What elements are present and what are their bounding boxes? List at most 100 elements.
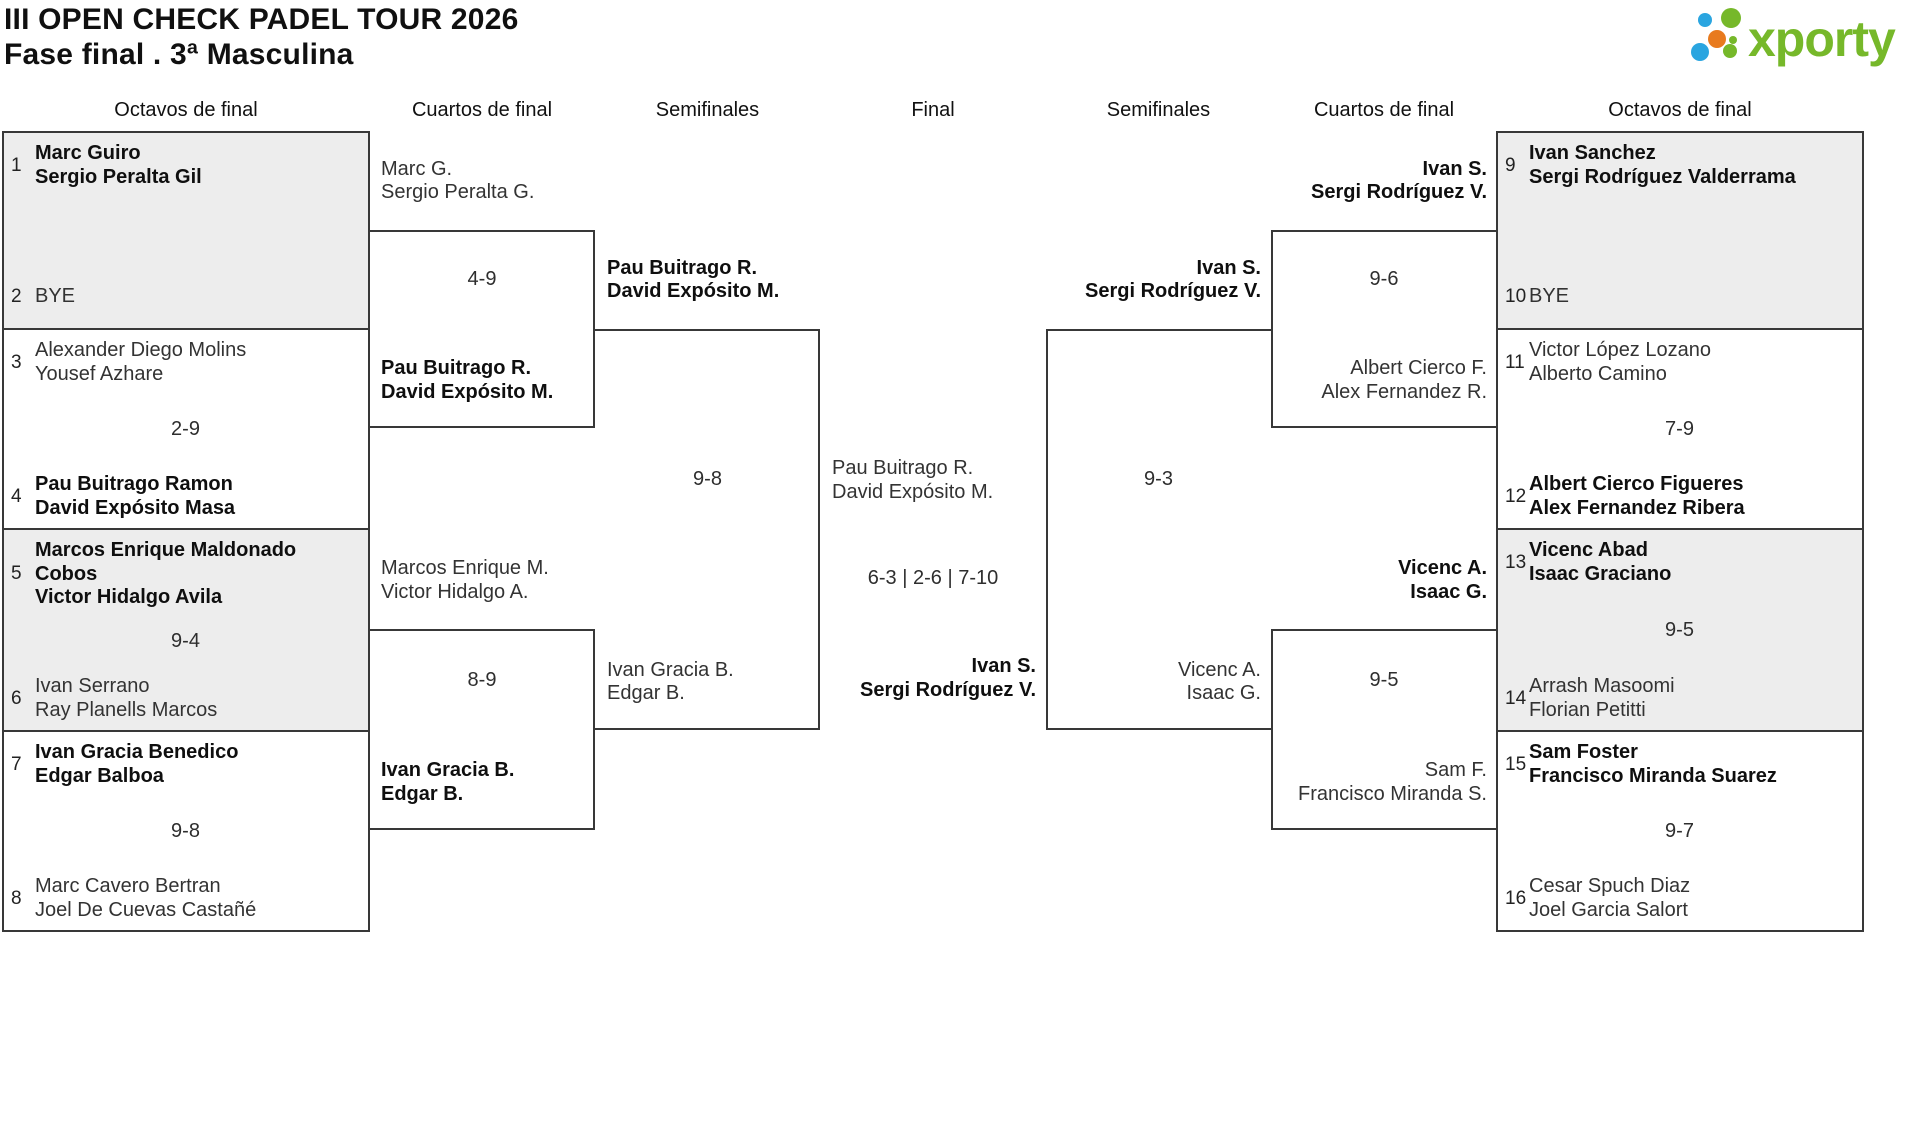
round-header: Final — [911, 99, 955, 121]
xporty-logo: xporty — [1691, 8, 1897, 67]
team-name-line: Pau Buitrago R. — [832, 457, 974, 480]
seed-number: 13 — [1505, 551, 1527, 573]
seed-number: 3 — [11, 351, 22, 373]
connector-box — [1271, 229, 1497, 428]
team-name-line: Arrash Masoomi — [1529, 675, 1675, 697]
team-name-line: Albert Cierco Figueres — [1529, 473, 1744, 495]
team-name-line: Ivan Gracia B. — [381, 759, 515, 781]
match-score: 8-9 — [467, 668, 497, 691]
match-score: 9-4 — [171, 630, 200, 653]
team-names: Pau Buitrago R.David Expósito M. — [607, 257, 810, 304]
team-name-line: Francisco Miranda S. — [1298, 782, 1487, 805]
team-name-line: Edgar B. — [381, 782, 464, 805]
team-name-line: Ivan Serrano — [35, 675, 150, 697]
team-names: Ivan Gracia B.Edgar B. — [381, 759, 585, 806]
team-name-line: Vicenc Abad — [1529, 539, 1648, 561]
round-header: Octavos de final — [114, 99, 258, 121]
team-names: Pau Buitrago R.David Expósito M. — [381, 357, 585, 404]
team-names: Ivan S.Sergi Rodríguez V. — [1058, 257, 1261, 304]
seed-number: 1 — [11, 154, 22, 176]
seed-number: 14 — [1505, 687, 1527, 709]
page-title: III OPEN CHECK PADEL TOUR 2026 — [4, 3, 519, 36]
team-name-line: Sergi Rodríguez Valderrama — [1529, 165, 1796, 188]
team-names: Sam F.Francisco Miranda S. — [1283, 759, 1487, 806]
team-name-line: Isaac G. — [1410, 580, 1487, 603]
team-name-line: Victor Hidalgo A. — [381, 580, 529, 603]
team-name-line: Ray Planells Marcos — [35, 698, 218, 721]
team-names: BYE — [1529, 285, 1569, 309]
seed-number: 15 — [1505, 753, 1527, 775]
page-subtitle: Fase final . 3ª Masculina — [4, 38, 354, 71]
team-names: Ivan Gracia B.Edgar B. — [607, 659, 810, 706]
seed-number: 11 — [1505, 351, 1525, 373]
seed-number: 7 — [11, 753, 22, 775]
team-name-line: Alberto Camino — [1529, 362, 1667, 385]
team-name-line: Victor Hidalgo Avila — [35, 586, 223, 608]
team-name-line: David Expósito M. — [607, 280, 780, 303]
team-row: 2 BYE — [11, 273, 360, 320]
team-name-line: Edgar B. — [607, 682, 685, 704]
team-name-line: Francisco Miranda Suarez — [1529, 764, 1777, 787]
team-name-line: Marcos Enrique Maldonado Cobos — [35, 539, 297, 585]
match-score: 9-3 — [1144, 468, 1173, 491]
team-name-line: Ivan Sanchez — [1529, 142, 1656, 164]
connector-box — [1271, 629, 1497, 830]
team-name-line: Vicenc A. — [1398, 557, 1487, 579]
seed-number: 9 — [1505, 154, 1516, 176]
team-name-line: Florian Petitti — [1529, 698, 1646, 721]
seed-number: 10 — [1505, 285, 1527, 307]
connector-box — [595, 328, 820, 730]
seed-number: 2 — [11, 285, 22, 307]
team-names: Vicenc A.Isaac G. — [1058, 659, 1261, 706]
match-score: 9-8 — [171, 819, 200, 842]
seed-number: 12 — [1505, 485, 1527, 507]
match-score: 7-9 — [1665, 417, 1694, 440]
team-name-line: Pau Buitrago R. — [607, 256, 758, 279]
team-name-line: Cesar Spuch Diaz — [1529, 875, 1691, 897]
seed-number: 5 — [11, 563, 22, 585]
connector-box — [369, 629, 595, 830]
match-score: 9-5 — [1369, 668, 1399, 691]
team-name-line: BYE — [35, 284, 76, 307]
round-header: Semifinales — [655, 99, 760, 121]
seed-number: 16 — [1505, 887, 1527, 909]
team-name-line: BYE — [1529, 284, 1570, 307]
team-name-line: Ivan S. — [1422, 157, 1487, 180]
seed-number: 8 — [11, 887, 22, 909]
round-header: Cuartos de final — [411, 99, 553, 121]
team-name-line: David Expósito Masa — [35, 496, 236, 519]
team-name-line: Sergi Rodríguez V. — [1311, 181, 1487, 203]
team-name-line: Ivan S. — [971, 655, 1036, 678]
team-name-line: Isaac Graciano — [1529, 562, 1672, 585]
team-name-line: Joel De Cuevas Castañé — [35, 898, 257, 921]
team-names: Albert Cierco F.Alex Fernandez R. — [1283, 357, 1487, 404]
team-names: Marc G.Sergio Peralta G. — [381, 158, 585, 205]
team-name-line: David Expósito M. — [381, 380, 554, 403]
team-name-line: David Expósito M. — [832, 480, 994, 503]
team-name-line: Pau Buitrago Ramon — [35, 473, 233, 495]
team-name-line: Marcos Enrique M. — [381, 557, 549, 579]
